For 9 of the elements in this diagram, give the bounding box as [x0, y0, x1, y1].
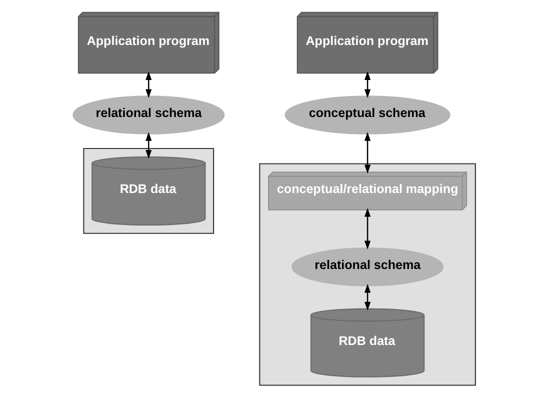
arrow	[145, 71, 152, 98]
arrow	[364, 132, 370, 174]
node-ellipse: relational schema	[72, 96, 224, 134]
node-ellipse: relational schema	[291, 248, 444, 286]
node-ellipse: conceptual schema	[284, 96, 450, 134]
arrow	[364, 208, 370, 250]
arrow	[364, 71, 370, 98]
arrow	[364, 284, 370, 311]
arrow	[145, 132, 152, 159]
